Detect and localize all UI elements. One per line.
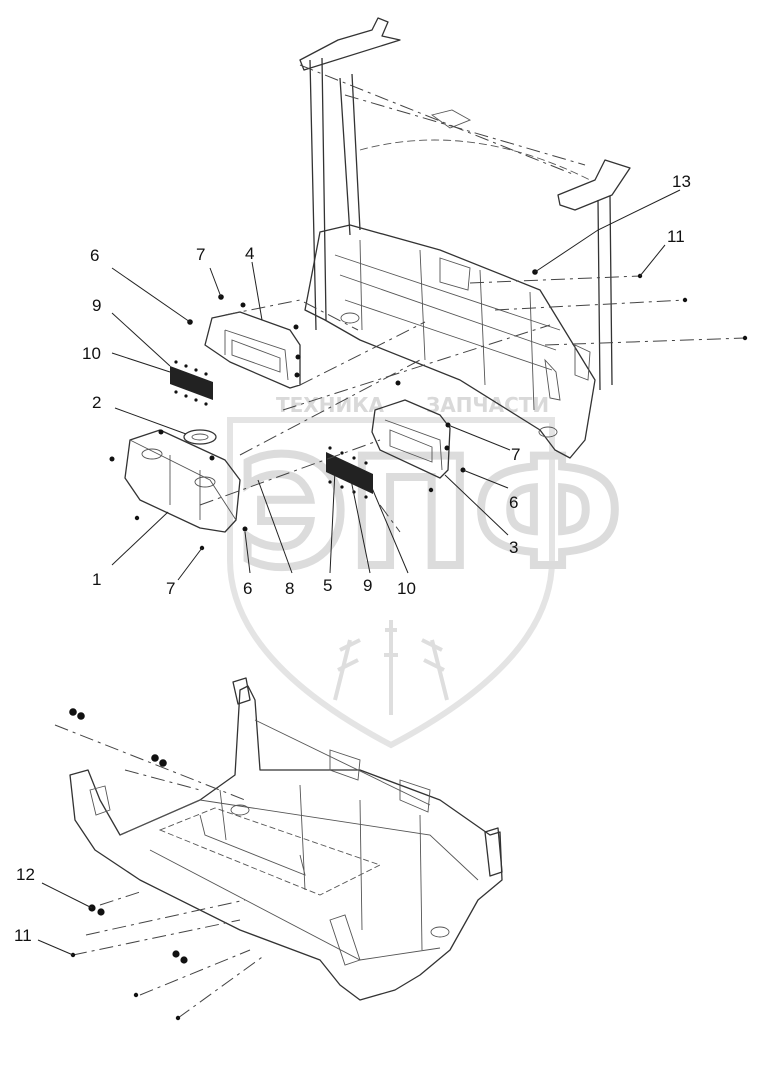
grommet-part-2 [183,429,217,445]
left-grille-part-10 [170,366,213,400]
front-cover-part-1 [124,429,241,533]
watermark: ТЕХНИКА ЗАПЧАСТИ ЭПФ [227,393,626,749]
callout-2: 2 [92,393,101,412]
callout-6-right: 6 [509,493,518,512]
callout-3: 3 [509,538,518,557]
callout-7-bottom: 7 [166,579,175,598]
fasteners-lower [69,708,188,1021]
callout-13: 13 [672,172,691,191]
callout-12: 12 [16,865,35,884]
callout-1: 1 [92,570,101,589]
callout-9-bottom: 9 [363,576,372,595]
callout-8: 8 [285,579,294,598]
watermark-monogram: ЭПФ [238,427,622,601]
cab-roof-frame [299,17,631,391]
cab-rear-panel-part-13 [304,224,596,459]
callout-6-bottom: 6 [243,579,252,598]
cab-floor-base [69,677,503,1001]
watermark-wheat-icon [333,620,449,715]
callout-10-left: 10 [82,344,101,363]
right-grille-part-10 [326,452,373,494]
callout-7-right: 7 [511,445,520,464]
watermark-text-left: ТЕХНИКА [276,393,385,417]
assembly-lines-lower [54,724,266,1019]
right-side-cover-part-3 [371,399,451,479]
callout-11-bottom: 11 [14,926,32,945]
callout-6-top: 6 [90,246,99,265]
callout-7-top: 7 [196,245,205,264]
callout-5: 5 [323,576,332,595]
callout-labels: 13 11 6 7 4 9 10 2 7 6 3 1 7 6 8 5 9 10 … [14,172,691,945]
watermark-shield-outline [227,417,555,749]
callout-9-left: 9 [92,296,101,315]
callout-10-bottom: 10 [397,579,416,598]
callout-11-top: 11 [667,227,685,246]
assembly-lines-upper [199,275,746,533]
leader-lines [37,189,681,956]
left-side-cover-part-4 [204,311,301,389]
callout-4: 4 [245,244,254,263]
